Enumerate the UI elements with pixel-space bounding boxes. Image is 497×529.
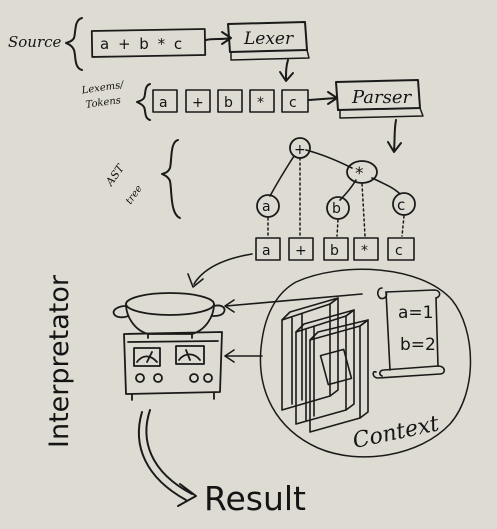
ast-token-box: a (255, 237, 281, 261)
ast-leaf-node: b (326, 196, 350, 220)
token-box: b (217, 89, 243, 113)
lexer-box-shadow (230, 49, 310, 61)
machine-icon (123, 331, 223, 401)
source-to-lexer-arrow-icon (205, 31, 232, 45)
parser-label: Parser (351, 87, 413, 108)
ast-token-text: a (262, 243, 271, 259)
tokens-to-parser-arrow-icon (308, 91, 338, 105)
ast-token-list: a + b * c (255, 237, 415, 261)
token-box: c (281, 89, 309, 113)
ast-token-box: * (353, 237, 379, 261)
token-text: a (159, 95, 168, 111)
scroll-icon (372, 287, 446, 379)
ast-leaf-text: c (397, 196, 405, 214)
ast-leaf-text: b (332, 201, 341, 217)
source-label: Source (8, 33, 62, 51)
token-text: b (224, 95, 233, 111)
ast-token-box: c (387, 237, 415, 261)
lexer-label: Lexer (243, 29, 294, 49)
ast-to-interpreter-arrow-icon (187, 253, 253, 288)
ast-leaf-node: a (256, 194, 280, 218)
ast-leaf-node: c (392, 192, 416, 216)
token-text: + (192, 95, 204, 111)
ast-root-node: + (289, 137, 311, 159)
ast-brace-icon (161, 139, 181, 219)
token-text: * (257, 95, 264, 111)
cooking-pot-icon (112, 292, 226, 339)
lexer-to-parser-arrow-icon (279, 59, 294, 82)
ast-label-line1: AST (103, 161, 128, 189)
ast-token-box: b (323, 237, 349, 261)
ast-token-text: c (395, 243, 403, 259)
context-circle (259, 268, 472, 458)
ast-root-text: + (294, 142, 306, 158)
context-value: a=1 (398, 303, 433, 323)
lexems-label-line1: Lexems/ (80, 79, 126, 96)
source-brace-icon (65, 17, 83, 71)
token-box: * (249, 89, 275, 113)
context-value: b=2 (400, 335, 436, 355)
ast-token-text: b (330, 243, 339, 259)
parser-to-ast-arrow-icon (387, 119, 402, 153)
context-label: Context (351, 411, 442, 454)
ast-token-text: * (361, 243, 368, 259)
tokens-brace-icon (136, 83, 151, 121)
ast-operator-text: * (355, 164, 364, 184)
interpretator-label: Interpretator (44, 274, 75, 448)
context-to-pot-arrow-icon (224, 293, 363, 313)
token-box: + (185, 89, 211, 113)
token-text: c (289, 95, 297, 111)
token-box: a (152, 89, 178, 113)
ast-edges (269, 149, 401, 201)
lexems-label-line2: Tokens (85, 95, 122, 111)
parser-box-shadow (339, 107, 424, 119)
dotted-line-icon (267, 157, 405, 237)
ast-token-box: + (288, 237, 314, 261)
source-expression-box (90, 28, 207, 58)
ast-leaf-text: a (262, 199, 271, 215)
ast-label-line2: tree (124, 183, 145, 206)
result-arrow-icon (137, 409, 197, 507)
result-label: Result (204, 479, 306, 518)
books-icon (281, 297, 369, 433)
ast-operator-node: * (346, 160, 378, 184)
source-expression: a + b * c (100, 35, 184, 53)
context-to-machine-arrow-icon (224, 349, 263, 363)
ast-token-text: + (295, 243, 307, 259)
token-list: a + b * c (152, 89, 309, 113)
